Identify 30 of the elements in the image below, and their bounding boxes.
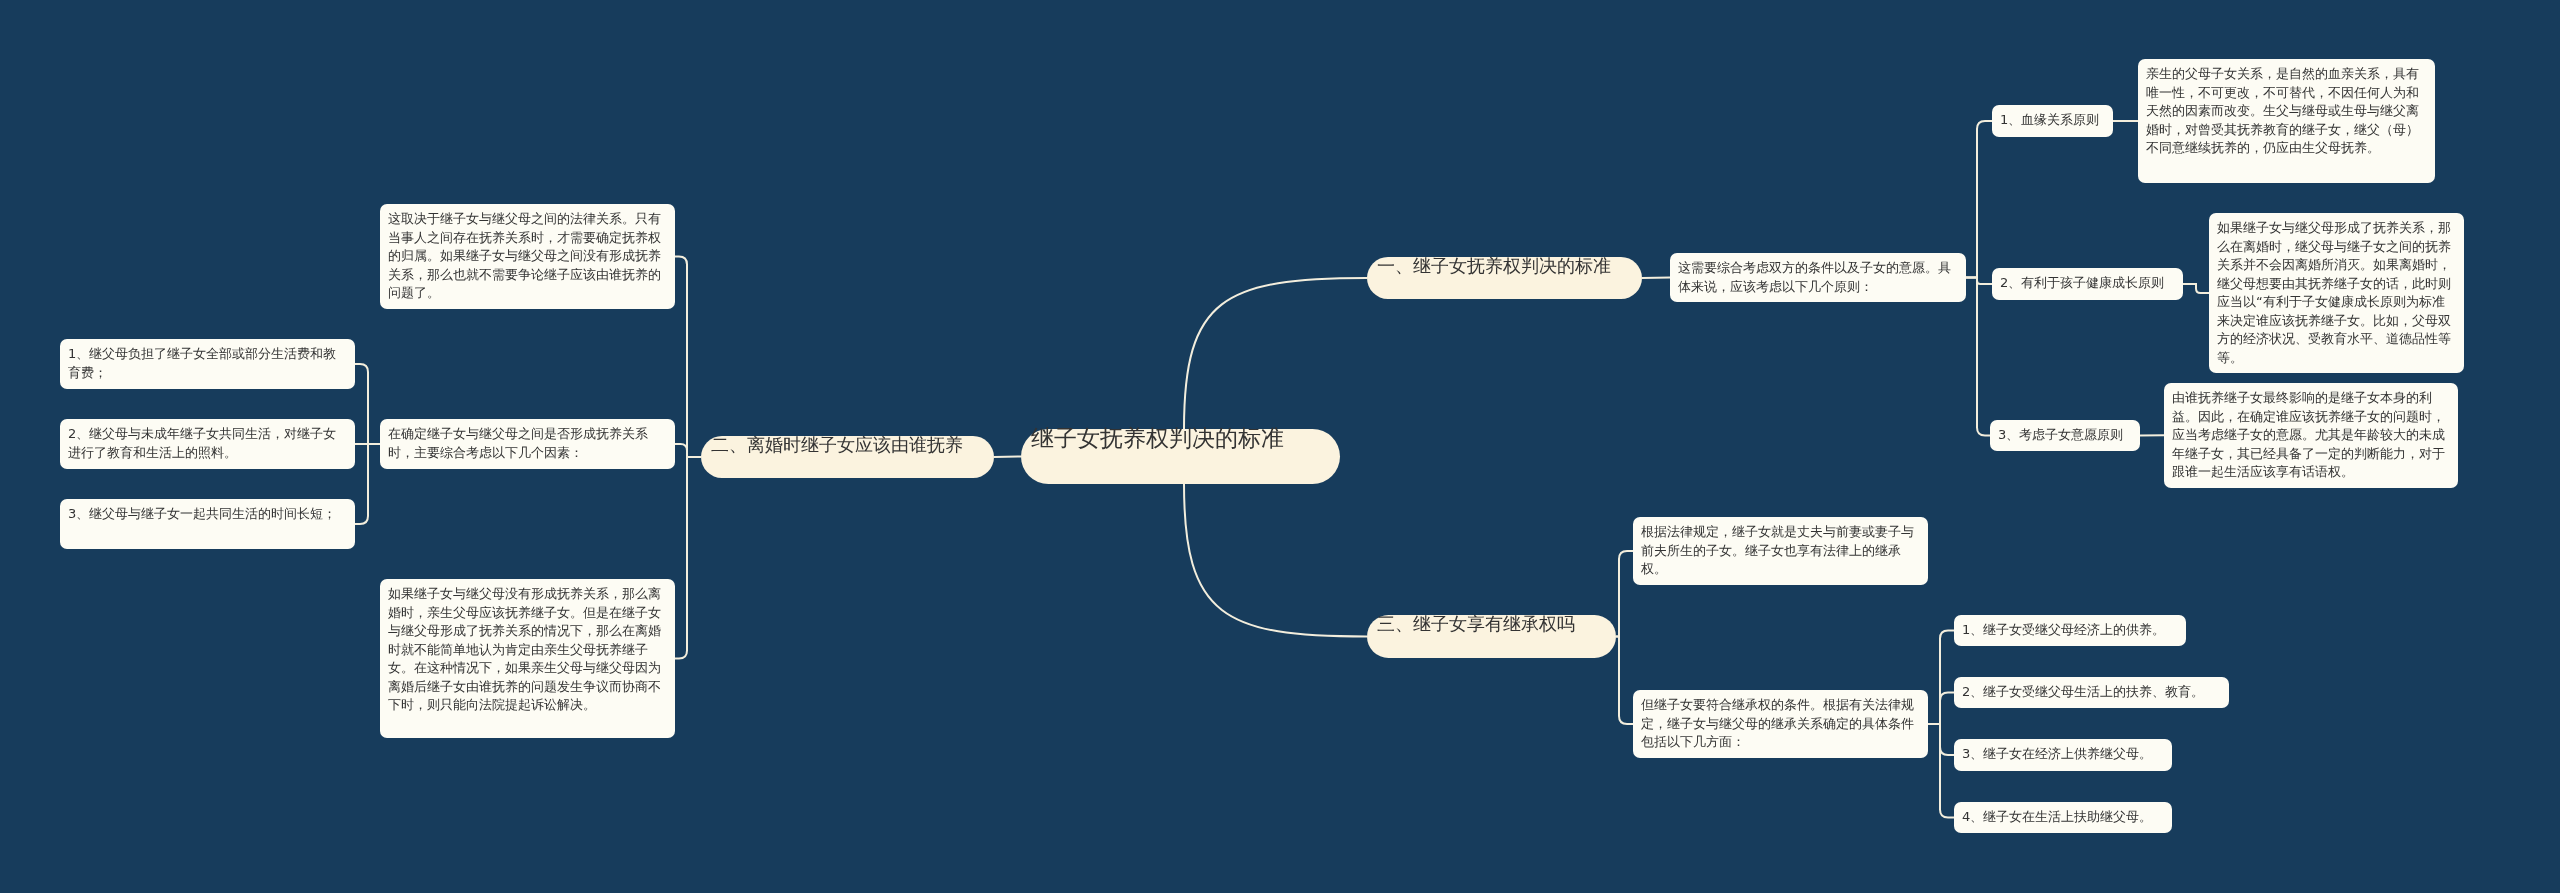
branch-topic: 三、继子女享有继承权吗 — [1367, 615, 1616, 658]
connector-line — [354, 443, 381, 525]
branch-topic: 一、继子女抚养权判决的标准 — [1367, 257, 1642, 299]
text-box: 2、继父母与未成年继子女共同生活，对继子女进行了教育和生活上的照料。 — [60, 419, 355, 469]
text-box: 如果继子女与继父母形成了抚养关系，那么在离婚时，继父母与继子女之间的抚养关系并不会因离婚所消灭。如果离婚时，继父母想要由其抚养继子女的话，此时则应当以“有利于子女健康成长原则为标准来决定谁应该抚养继子女。比如，父母双方的经济状况、受教育水平、道德品性等等。 — [2209, 213, 2464, 373]
text-box: 根据法律规定，继子女就是丈夫与前妻或妻子与前夫所生的子女。继子女也享有法律上的继承权。 — [1633, 517, 1928, 585]
text-box: 1、继父母负担了继子女全部或部分生活费和教育费； — [60, 339, 355, 389]
text-box: 由谁抚养继子女最终影响的是继子女本身的利益。因此，在确定谁应该抚养继子女的问题时，应当考虑继子女的意愿。尤其是年龄较大的未成年继子女，其已经具备了一定的判断能力，对于跟谁一起生活应该享有话语权。 — [2164, 383, 2458, 488]
connector-line — [2112, 120, 2139, 122]
connector-line — [2139, 434, 2165, 437]
connector-line — [1641, 276, 1671, 279]
text-box: 3、继父母与继子女一起共同生活的时间长短； — [60, 499, 355, 549]
text-box: 1、继子女受继父母经济上的供养。 — [1954, 615, 2186, 646]
text-box: 3、继子女在经济上供养继父母。 — [1954, 739, 2172, 771]
branch-topic: 二、离婚时继子女应该由谁抚养 — [701, 436, 994, 478]
text-box: 4、继子女在生活上扶助继父母。 — [1954, 802, 2172, 833]
text-box: 2、有利于孩子健康成长原则 — [1992, 268, 2183, 300]
connector-line — [1183, 483, 1368, 638]
connector-line — [1183, 277, 1368, 430]
text-box: 2、继子女受继父母生活上的扶养、教育。 — [1954, 677, 2229, 708]
text-box: 这需要综合考虑双方的条件以及子女的意愿。具体来说，应该考虑以下几个原则： — [1670, 253, 1966, 302]
connector-line — [2182, 283, 2210, 294]
text-box: 但继子女要符合继承权的条件。根据有关法律规定，继子女与继父母的继承关系确定的具体条件包括以下几方面： — [1633, 690, 1928, 758]
text-box: 在确定继子女与继父母之间是否形成抚养关系时，主要综合考虑以下几个因素： — [380, 419, 675, 469]
connector-line — [993, 455, 1022, 458]
text-box: 1、血缘关系原则 — [1992, 105, 2113, 137]
text-box: 3、考虑子女意愿原则 — [1990, 420, 2140, 451]
text-box: 亲生的父母子女关系，是自然的血亲关系，具有唯一性，不可更改，不可替代，不因任何人为和天然的因素而改变。生父与继母或生母与继父离婚时，对曾受其抚养教育的继子女，继父（母）不同意继续抚养的，仍应由生父母抚养。 — [2138, 59, 2435, 183]
text-box: 如果继子女与继父母没有形成抚养关系，那么离婚时，亲生父母应该抚养继子女。但是在继子女与继父母形成了抚养关系的情况下，那么在离婚时就不能简单地认为肯定由亲生父母抚养继子女。在这种情况下，如果亲生父母与继父母因为离婚后继子女由谁抚养的问题发生争议而协商不下时，则只能向法院提起诉讼解决。 — [380, 579, 675, 738]
text-box: 这取决于继子女与继父母之间的法律关系。只有当事人之间存在抚养关系时，才需要确定抚养权的归属。如果继子女与继父母之间没有形成抚养关系，那么也就不需要争论继子应该由谁抚养的问题了。 — [380, 204, 675, 309]
